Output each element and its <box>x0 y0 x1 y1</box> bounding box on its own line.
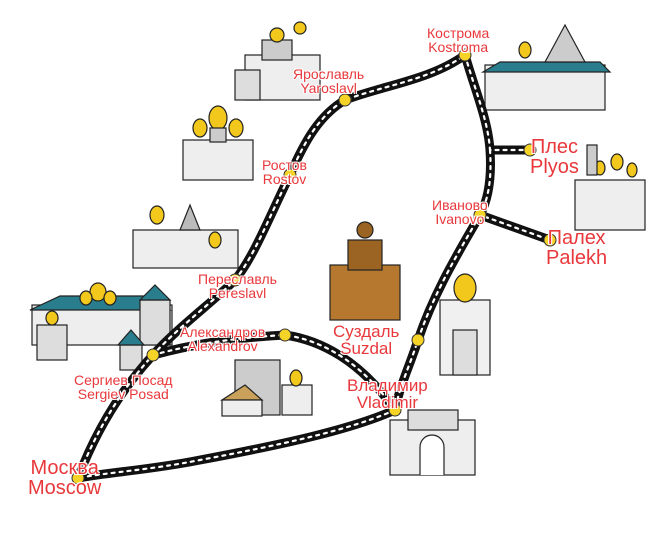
road-segment <box>76 53 467 480</box>
suzdal-wooden-church-icon <box>329 221 401 321</box>
kostroma-monastery-icon <box>480 23 612 111</box>
city-marker-kostroma[interactable] <box>458 48 472 62</box>
city-marker-yaroslavl[interactable] <box>338 93 352 107</box>
road-segment <box>73 405 400 483</box>
road-segment <box>393 213 482 412</box>
road-segment <box>463 53 532 152</box>
plyos-church-icon <box>574 144 646 231</box>
golden-gate-icon <box>389 409 476 476</box>
city-marker-ivanovo[interactable] <box>473 208 487 222</box>
rostov-church-icon <box>182 105 254 181</box>
pereslavl-church-icon <box>132 203 239 269</box>
city-marker-sergiev-posad[interactable] <box>146 348 160 362</box>
city-marker-plyos[interactable] <box>523 143 537 157</box>
city-marker-palekh[interactable] <box>543 233 557 247</box>
church-illustrations <box>29 21 646 476</box>
yaroslavl-church-icon <box>234 21 321 101</box>
city-markers <box>71 48 557 485</box>
city-marker-rostov[interactable] <box>283 168 297 182</box>
alexandrov-church-icon <box>219 359 313 417</box>
road-segment <box>76 408 397 480</box>
city-marker-vladimir[interactable] <box>388 403 402 417</box>
city-marker-pereslavl[interactable] <box>228 273 242 287</box>
city-marker-alexandrov[interactable] <box>278 328 292 342</box>
vladimir-cathedral-icon <box>439 273 491 376</box>
city-marker-suzdal[interactable] <box>411 333 425 347</box>
city-marker-moscow[interactable] <box>71 471 85 485</box>
sergiev-posad-monastery-icon <box>29 282 173 371</box>
